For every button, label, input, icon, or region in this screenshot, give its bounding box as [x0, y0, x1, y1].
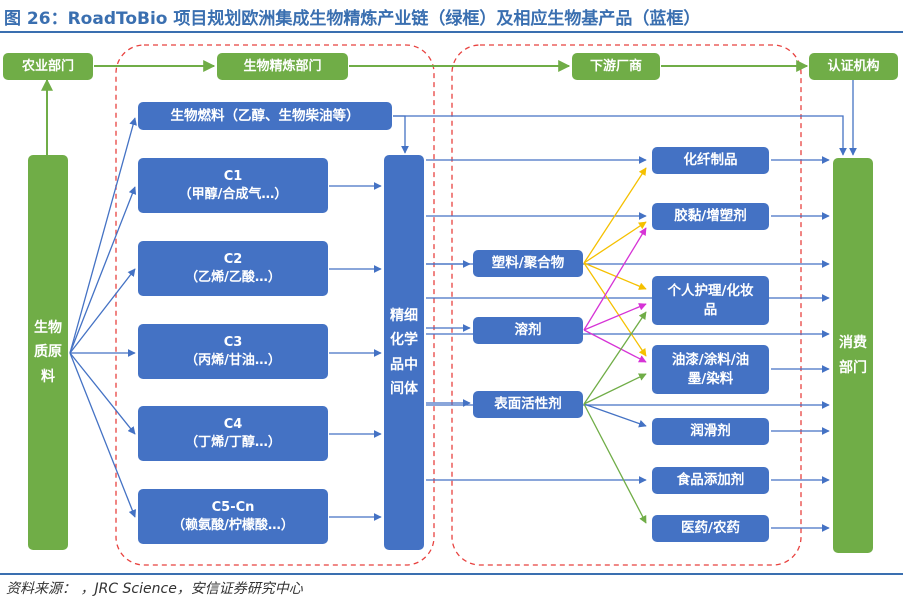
product-adhesive: 胶黏/增塑剂 — [652, 203, 769, 230]
product-food-additive: 食品添加剂 — [652, 467, 769, 494]
platform-c2: C2 （乙烯/乙酸…） — [138, 241, 328, 296]
platform-c4-sub: （丁烯/丁醇…） — [185, 434, 281, 450]
platform-c3-sub: （丙烯/甘油…） — [185, 352, 281, 368]
platform-c3-name: C3 — [223, 334, 243, 350]
product-fiber: 化纤制品 — [652, 147, 769, 174]
platform-c5-cn: C5-Cn （赖氨酸/柠檬酸…） — [138, 489, 328, 544]
biofuel-box: 生物燃料（乙醇、生物柴油等） — [138, 102, 392, 130]
footer-line — [0, 573, 903, 575]
material-surfactant: 表面活性剂 — [473, 391, 583, 418]
platform-c3: C3 （丙烯/甘油…） — [138, 324, 328, 379]
product-lubricant: 润滑剂 — [652, 418, 769, 445]
platform-c4-name: C4 — [223, 416, 243, 432]
product-personal-care: 个人护理/化妆品 — [652, 276, 769, 325]
downstream-dashed-frame — [451, 44, 802, 566]
platform-c5-cn-name: C5-Cn — [211, 499, 255, 515]
raw-material-column: 生物质原料 — [28, 155, 68, 550]
product-paint: 油漆/涂料/油墨/染料 — [652, 345, 769, 394]
header-refinery-sector: 生物精炼部门 — [217, 53, 348, 80]
source-note: 资料来源： ，JRC Science，安信证券研究中心 — [6, 581, 303, 597]
refinery-dashed-frame — [115, 44, 435, 566]
title-underline — [0, 31, 903, 33]
material-solvent: 溶剂 — [473, 317, 583, 344]
header-agri-sector: 农业部门 — [3, 53, 93, 80]
platform-c5-cn-sub: （赖氨酸/柠檬酸…） — [172, 517, 294, 533]
header-downstream: 下游厂商 — [572, 53, 660, 80]
platform-c1-sub: （甲醇/合成气…） — [178, 186, 288, 202]
platform-c2-sub: （乙烯/乙酸…） — [185, 269, 281, 285]
platform-c4: C4 （丁烯/丁醇…） — [138, 406, 328, 461]
platform-c1-name: C1 — [223, 168, 243, 184]
consumer-column: 消费部门 — [833, 158, 873, 553]
figure-title: 图 26：RoadToBio 项目规划欧洲集成生物精炼产业链（绿框）及相应生物基… — [4, 9, 701, 29]
material-plastics: 塑料/聚合物 — [473, 250, 583, 277]
platform-c1: C1 （甲醇/合成气…） — [138, 158, 328, 213]
header-cert-body: 认证机构 — [809, 53, 898, 80]
platform-c2-name: C2 — [223, 251, 243, 267]
product-pharma: 医药/农药 — [652, 515, 769, 542]
fine-chemical-intermediate: 精细化学品中间体 — [384, 155, 424, 550]
